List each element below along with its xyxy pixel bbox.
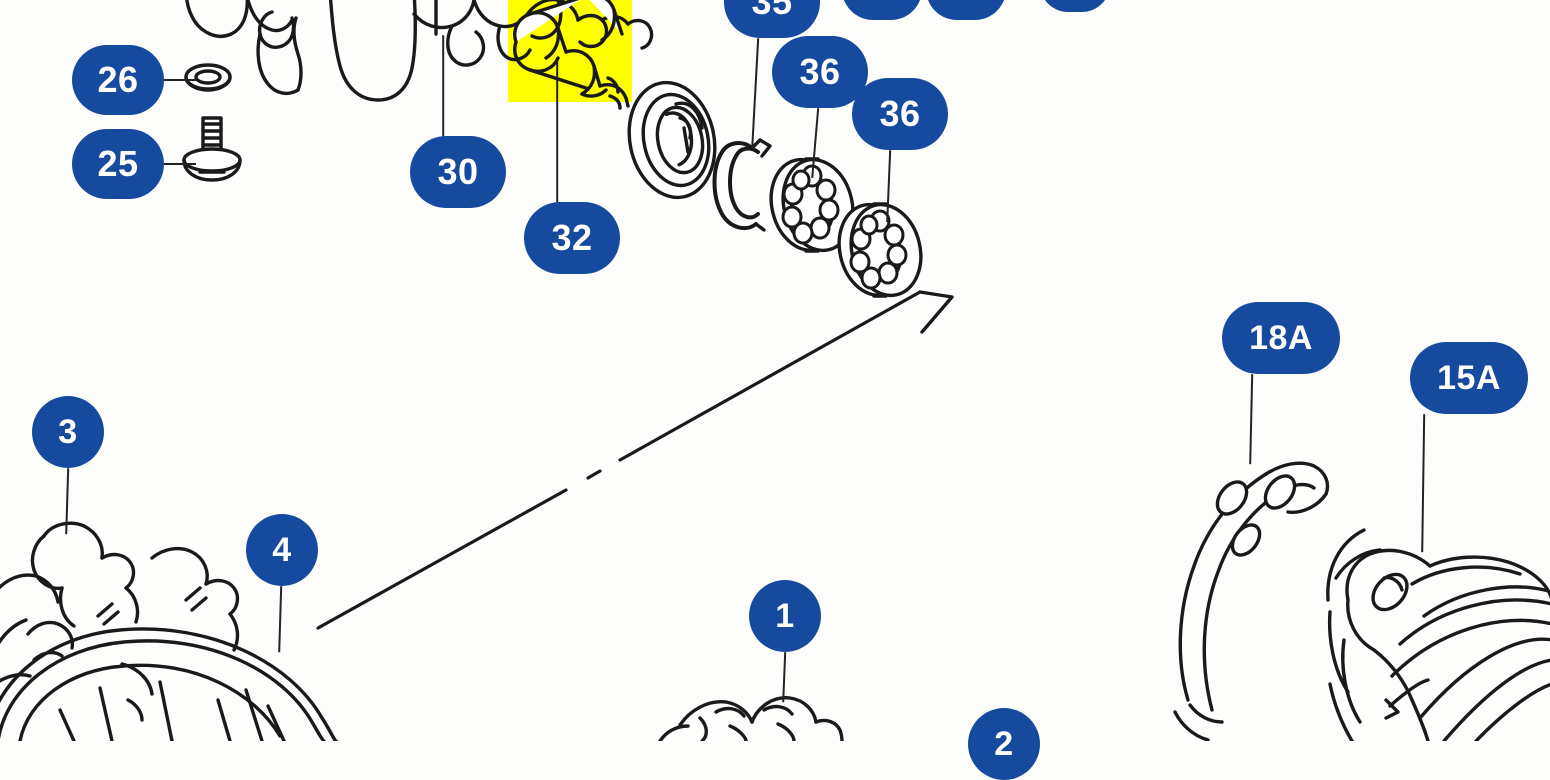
callout-label: 30 — [437, 151, 479, 192]
callout-label: 3 — [58, 413, 78, 451]
callout-bubble-18a-7[interactable]: 18A — [1222, 302, 1340, 374]
callout-label: 36 — [879, 93, 921, 134]
callout-label: 25 — [97, 143, 139, 184]
callout-bubble-4-10[interactable]: 4 — [246, 514, 318, 586]
callout-label: 18A — [1249, 319, 1313, 357]
callout-label: 26 — [97, 59, 139, 100]
callout-bubble-25-1[interactable]: 25 — [72, 129, 164, 199]
callout-bubble-35-4[interactable]: 35 — [724, 0, 820, 38]
callout-label: 15A — [1437, 359, 1501, 397]
callout-bubble-30-2[interactable]: 30 — [410, 136, 506, 208]
callout-label: 4 — [272, 531, 292, 569]
callout-bubble-partial-1[interactable] — [926, 0, 1006, 20]
callout-label: 32 — [551, 217, 593, 258]
callout-bubble-partial-2[interactable] — [1040, 0, 1110, 12]
callout-bubble-36-6[interactable]: 36 — [852, 78, 948, 150]
callout-label: 35 — [751, 0, 793, 22]
line-art-illustration — [0, 0, 1550, 741]
callout-label: 36 — [799, 51, 841, 92]
leader-line-30 — [441, 34, 445, 136]
callout-label: 1 — [775, 597, 795, 635]
callout-bubble-2-12[interactable]: 2 — [968, 708, 1040, 780]
callout-bubble-3-9[interactable]: 3 — [32, 396, 104, 468]
callout-bubble-26-0[interactable]: 26 — [72, 45, 164, 115]
callout-bubble-32-3[interactable]: 32 — [524, 202, 620, 274]
leader-line-25 — [164, 162, 196, 166]
callout-bubble-partial-0[interactable] — [842, 0, 922, 20]
callout-label: 2 — [994, 725, 1014, 763]
leader-line-32 — [555, 59, 559, 202]
callout-bubble-1-11[interactable]: 1 — [749, 580, 821, 652]
leader-line-26 — [164, 78, 196, 82]
callout-bubble-15a-8[interactable]: 15A — [1410, 342, 1528, 414]
callout-bubble-36-5[interactable]: 36 — [772, 36, 868, 108]
